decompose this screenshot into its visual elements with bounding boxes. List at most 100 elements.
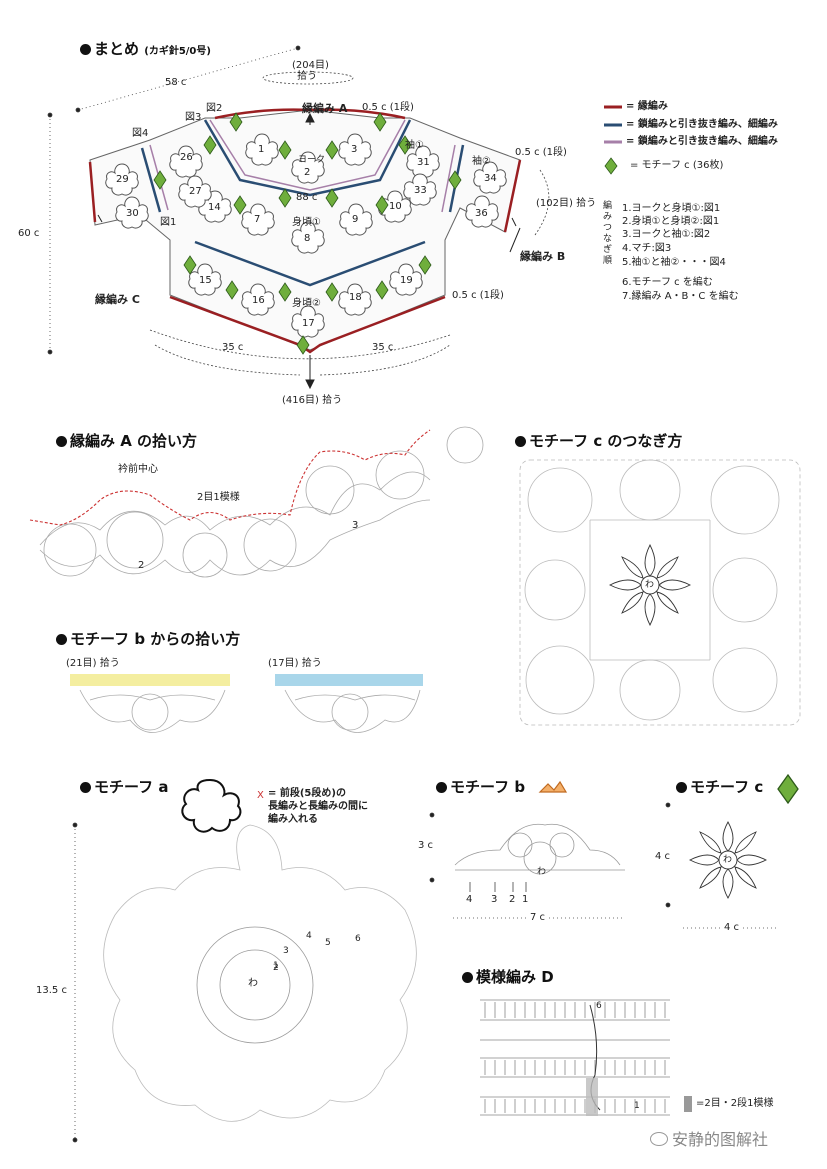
row-number: 6 — [596, 1001, 602, 1011]
border-a-depth: 0.5 c (1段) — [362, 102, 414, 113]
motif-c-center — [608, 543, 692, 627]
motif-b-height: 3 c — [418, 840, 434, 851]
watermark-text: 安静的图解社 — [672, 1130, 769, 1149]
pattern-d-stitches — [484, 1002, 666, 1113]
motif-a-height: 13.5 c — [36, 985, 67, 996]
bullet-icon — [436, 782, 447, 793]
top-pick-count: (204目) — [292, 60, 329, 71]
bullet-icon — [676, 782, 687, 793]
bullet-icon — [80, 782, 91, 793]
motif-number: 3 — [351, 144, 358, 155]
legend-blue-text: = 鎖編みと引き抜き編み、細編み — [626, 119, 778, 130]
motif-number: 15 — [199, 275, 212, 286]
row-number: 3 — [491, 894, 498, 905]
bullet-icon — [515, 436, 526, 447]
motif-number: 30 — [126, 208, 139, 219]
edging-a-red — [29, 429, 431, 526]
row-number: 4 — [466, 894, 473, 905]
motif-a-icon — [181, 778, 242, 833]
row-number: 1 — [634, 1101, 640, 1111]
motif-number: 33 — [414, 185, 427, 196]
motif-c-icon — [777, 773, 799, 805]
border-b-depth: 0.5 c (1段) — [515, 147, 567, 158]
motif-number: 10 — [389, 201, 402, 212]
pattern-d-grid — [480, 999, 670, 1116]
summary-heading: まとめ (カギ針5/0号) — [80, 40, 211, 61]
top-pick-label: 拾う — [297, 71, 317, 82]
motif-c-width: 4 c — [722, 922, 742, 934]
fig4-label: 図4 — [132, 128, 149, 139]
motif-number: 8 — [304, 233, 311, 244]
step-item: 6.モチーフ c を編む — [622, 277, 713, 288]
motif-b-width: 7 c — [528, 912, 548, 924]
motif-c-join-diagram — [519, 459, 801, 726]
step-item: 5.袖①と袖②・・・図4 — [622, 257, 726, 268]
row-number: 2 — [509, 894, 516, 905]
motif-c-diagram — [688, 821, 768, 899]
motif-number: 29 — [116, 174, 129, 185]
width-35-left: 35 c — [222, 342, 244, 353]
wechat-icon — [650, 1132, 668, 1146]
width-35-right: 35 c — [372, 342, 394, 353]
motif-number: 7 — [254, 214, 261, 225]
motif-number: 18 — [349, 292, 362, 303]
pick-21-label: (21目) 拾う — [66, 658, 120, 669]
height-label: 60 c — [18, 228, 40, 239]
yoke-label: ヨーク — [298, 155, 326, 165]
step-item: 7.縁編み A・B・C を編む — [622, 291, 739, 302]
watermark: 安静的图解社 — [650, 1126, 768, 1150]
step-item: 1.ヨークと身頃①:図1 — [622, 203, 721, 214]
motif-b-heading: モチーフ b — [436, 778, 525, 796]
ring-label: わ — [645, 580, 655, 590]
row-number: 5 — [325, 938, 331, 948]
motif-b-diagram — [454, 823, 625, 875]
motif-number: 34 — [484, 173, 497, 184]
row-number: 6 — [355, 934, 361, 944]
sleeve1-label: 袖① — [405, 140, 424, 151]
hook-size: (カギ針5/0号) — [144, 46, 211, 57]
bullet-icon — [56, 436, 67, 447]
yoke-count: 88 c — [296, 192, 318, 203]
motif-c-height: 4 c — [655, 851, 671, 862]
row-number: 2 — [273, 963, 279, 973]
step-item: 2.身頃①と身頃②:図1 — [622, 216, 720, 227]
motif-a-heading: モチーフ a — [80, 778, 168, 796]
motif-number: 1 — [258, 144, 265, 155]
summary-title: まとめ — [94, 40, 140, 58]
legend-purple-text: = 鎖編みと引き抜き編み、細編み — [626, 136, 778, 147]
motif-number: 14 — [208, 202, 221, 213]
row-number: 3 — [283, 946, 289, 956]
motif-number: 2 — [304, 167, 311, 178]
motif-number: 17 — [302, 318, 315, 329]
bullet-icon — [80, 44, 91, 55]
row-number: 2 — [138, 560, 145, 571]
motif-a-note: = 前段(5段め)の — [268, 788, 346, 799]
pattern-d-repeat: =2目・2段1模様 — [696, 1098, 774, 1109]
ring-label: わ — [248, 978, 258, 989]
row-number: 1 — [522, 894, 529, 905]
border-b-label: 縁編み B — [520, 250, 566, 263]
pickup-b-diagrams — [70, 674, 423, 733]
fig3-label: 図3 — [185, 112, 202, 123]
motif-c-dimensions — [665, 802, 778, 929]
motif-c-heading: モチーフ c — [676, 778, 763, 796]
x-mark: X — [257, 790, 264, 801]
neck-center-label: 衿前中心 — [118, 464, 158, 475]
motif-a-note: 編み入れる — [268, 814, 318, 825]
legend-red-text: = 縁編み — [626, 101, 668, 112]
motif-a-dimension — [72, 822, 78, 1143]
fig2-label: 図2 — [206, 103, 223, 114]
edging-a-diagram — [39, 426, 484, 578]
motif-number: 26 — [180, 152, 193, 163]
motif-number: 27 — [189, 186, 202, 197]
row-number: 3 — [352, 520, 359, 531]
legend-swatches — [604, 105, 622, 175]
pick-102-label: (102目) 拾う — [536, 198, 597, 209]
repeat-label: 2目1模様 — [197, 492, 240, 503]
row-number: 1 — [273, 961, 279, 971]
border-c-label: 縁編み C — [95, 293, 140, 306]
join-title: モチーフ c のつなぎ方 — [529, 432, 683, 450]
pattern-d-highlight — [586, 1078, 692, 1116]
edging-a-heading: 縁編み A の拾い方 — [56, 432, 197, 450]
motif-b-dimensions — [429, 812, 625, 919]
